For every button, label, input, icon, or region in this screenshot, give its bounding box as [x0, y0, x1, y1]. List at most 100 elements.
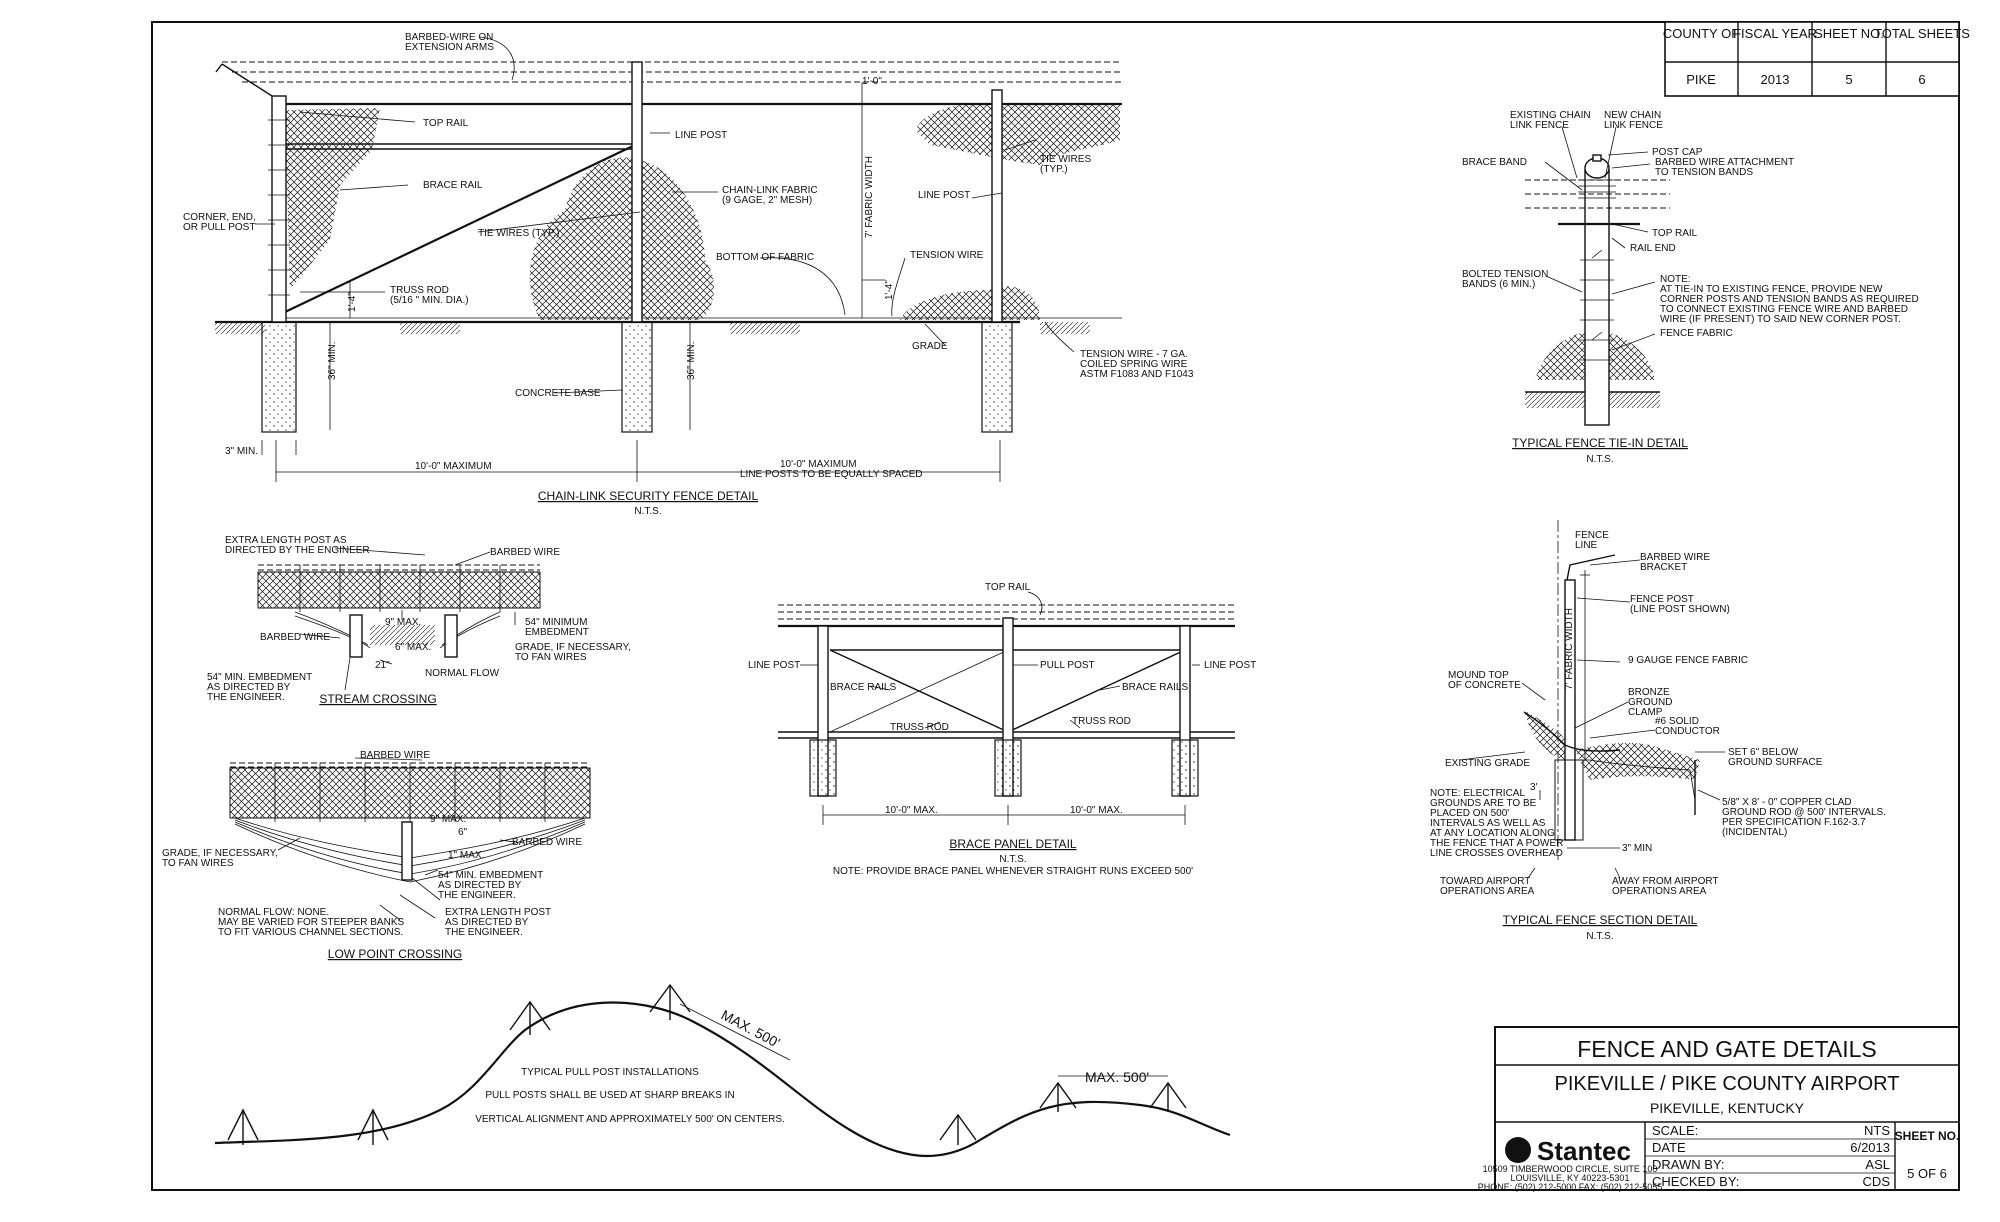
pull-post-line-2: PULL POSTS SHALL BE USED AT SHARP BREAKS…: [485, 1090, 734, 1101]
brace-panel-detail: TOP RAIL LINE POST PULL POST LINE POST B…: [748, 582, 1256, 877]
label-line-post-2: LINE POST: [918, 190, 970, 201]
section-detail-title: TYPICAL FENCE SECTION DETAIL: [1503, 913, 1698, 927]
pull-post-line-1: TYPICAL PULL POST INSTALLATIONS: [521, 1067, 699, 1078]
pull-post-installations: TYPICAL PULL POST INSTALLATIONS PULL POS…: [214, 983, 1231, 1158]
label-low-barbed-top: BARBED WIRE: [360, 750, 430, 761]
chain-link-fabric-right: [915, 103, 1120, 165]
label-three-min: 3" MIN.: [225, 446, 258, 457]
low-point-crossing: BARBED WIRE 9" MAX. 6" 1" MAX. BARBED WI…: [162, 750, 591, 961]
brace-panel-title: BRACE PANEL DETAIL: [949, 837, 1076, 851]
label-fabric-width: 7' FABRIC WIDTH: [864, 156, 875, 238]
label-brace-pull-post: PULL POST: [1040, 660, 1095, 671]
label-brace-line-post-right: LINE POST: [1204, 660, 1256, 671]
label-low-one-max: 1" MAX.: [448, 850, 484, 861]
title-block-title: FENCE AND GATE DETAILS: [1577, 1036, 1876, 1062]
label-line-post-spacing: LINE POSTS TO BE EQUALLY SPACED: [740, 469, 922, 480]
label-tie-in-note: NOTE:AT TIE-IN TO EXISTING FENCE, PROVID…: [1660, 274, 1919, 325]
label-depth-b: 36" MIN.: [686, 341, 697, 380]
label-tie-in-top-rail: TOP RAIL: [1652, 228, 1698, 239]
label-depth-a: 36" MIN.: [327, 341, 338, 380]
tie-in-detail-scale: N.T.S.: [1586, 454, 1613, 465]
label-brace-truss-left: TRUSS ROD: [890, 722, 949, 733]
label-stream-21: 21": [375, 660, 390, 671]
label-stream-normal-flow: NORMAL FLOW: [425, 668, 500, 679]
header-col-total: TOTAL SHEETS: [1874, 26, 1970, 41]
header-table: COUNTY OF FISCAL YEAR SHEET NO. TOTAL SH…: [1663, 21, 1970, 97]
title-row-value-2: ASL: [1865, 1157, 1890, 1172]
label-section-fence-post: FENCE POST(LINE POST SHOWN): [1630, 594, 1730, 615]
title-sheet-no-label: SHEET NO.: [1895, 1129, 1960, 1143]
label-one-foot: 1'-0": [862, 76, 882, 87]
label-section-three-min: 3" MIN: [1622, 843, 1652, 854]
label-brace-rails-right: BRACE RAILS: [1122, 682, 1188, 693]
label-section-three: 3': [1530, 782, 1538, 793]
title-row-value-3: CDS: [1863, 1174, 1891, 1189]
label-span-a: 10'-0" MAXIMUM: [415, 461, 492, 472]
title-row-label-3: CHECKED BY:: [1652, 1174, 1739, 1189]
label-tension-wire: TENSION WIRE: [910, 250, 984, 261]
label-section-existing-grade: EXISTING GRADE: [1445, 758, 1530, 769]
label-stream-nine-max: 9" MAX.: [385, 617, 421, 628]
header-col-sheet: SHEET NO.: [1814, 26, 1884, 41]
label-tie-in-fabric: FENCE FABRIC: [1660, 328, 1733, 339]
label-truss-rod: TRUSS ROD(5/16 " MIN. DIA.): [390, 285, 469, 306]
label-span-b: 10'-0" MAXIMUM: [780, 459, 857, 470]
label-stream-six-max: 6" MAX.: [395, 642, 431, 653]
label-brace-rails-left: BRACE RAILS: [830, 682, 896, 693]
title-row-label-0: SCALE:: [1652, 1123, 1698, 1138]
label-one-four-b: 1'-4": [884, 280, 895, 300]
label-stream-barbed-left: BARBED WIRE: [260, 632, 330, 643]
label-chain-link-fabric: CHAIN-LINK FABRIC(9 GAGE, 2" MESH): [722, 185, 818, 206]
label-rail-end: RAIL END: [1630, 243, 1676, 254]
header-county-value: PIKE: [1686, 72, 1716, 87]
label-bottom-of-fabric: BOTTOM OF FABRIC: [716, 252, 814, 263]
title-block-company: Stantec: [1537, 1136, 1631, 1166]
concrete-base-line-2: [981, 321, 1013, 433]
label-grade: GRADE: [912, 341, 948, 352]
title-sheet-no: 5 OF 6: [1907, 1166, 1947, 1181]
label-one-four-a: 1'-4": [347, 292, 358, 312]
label-brace-rail: BRACE RAIL: [423, 180, 483, 191]
title-row-label-2: DRAWN BY:: [1652, 1157, 1724, 1172]
label-tie-wires: TIE WIRES (TYP.): [478, 228, 560, 239]
label-brace-truss-right: TRUSS ROD: [1072, 716, 1131, 727]
label-post-cap: POST CAP: [1652, 147, 1703, 158]
section-detail-scale: N.T.S.: [1586, 931, 1613, 942]
brace-panel-scale: N.T.S.: [999, 854, 1026, 865]
sheet-border: [151, 21, 1960, 1191]
label-line-post-1: LINE POST: [675, 130, 727, 141]
tie-in-detail-title: TYPICAL FENCE TIE-IN DETAIL: [1512, 436, 1688, 450]
label-concrete-base: CONCRETE BASE: [515, 388, 601, 399]
concrete-base-corner: [261, 321, 297, 433]
header-col-fiscal: FISCAL YEAR: [1733, 26, 1817, 41]
label-brace-span-left: 10'-0" MAX.: [885, 805, 938, 816]
header-year-value: 2013: [1761, 72, 1790, 87]
label-low-six: 6": [458, 827, 468, 838]
label-low-grade: GRADE, IF NECESSARY,TO FAN WIRES: [162, 848, 278, 869]
title-block: FENCE AND GATE DETAILS PIKEVILLE / PIKE …: [1478, 1026, 1960, 1192]
label-brace-span-right: 10'-0" MAX.: [1070, 805, 1123, 816]
label-section-fabric-width: 7' FABRIC WIDTH: [1564, 608, 1575, 690]
stantec-logo-icon: [1505, 1137, 1531, 1163]
label-brace-band: BRACE BAND: [1462, 157, 1527, 168]
